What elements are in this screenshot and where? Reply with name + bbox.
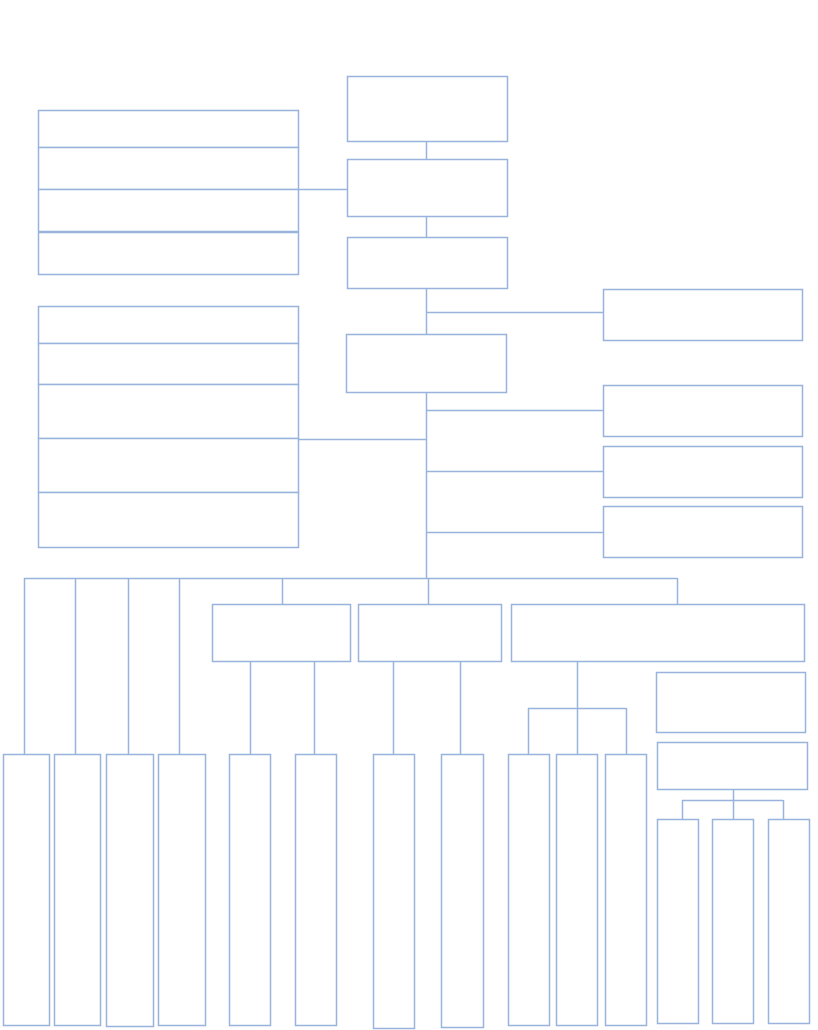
division-box xyxy=(510,603,806,663)
unit-box xyxy=(656,818,700,1025)
left-group1-box xyxy=(37,146,300,191)
unit-box xyxy=(157,753,207,1027)
unit-box xyxy=(555,753,599,1027)
unit-box xyxy=(228,753,272,1027)
unit-box xyxy=(53,753,102,1027)
right-box xyxy=(602,288,804,342)
division-box xyxy=(211,603,352,663)
right-box xyxy=(602,384,804,438)
top-box xyxy=(346,75,509,143)
right-box xyxy=(602,505,804,559)
third-box xyxy=(346,236,509,290)
unit-box xyxy=(294,753,338,1027)
division-box xyxy=(357,603,503,663)
unit-box xyxy=(2,753,51,1027)
left-group2-box xyxy=(37,305,300,345)
fourth-box xyxy=(345,333,508,394)
right-box xyxy=(602,445,804,499)
unit-box xyxy=(372,753,416,1030)
left-group1-box xyxy=(37,109,300,149)
side-box xyxy=(656,741,809,791)
unit-box xyxy=(711,818,755,1025)
unit-box xyxy=(507,753,551,1027)
left-group2-box xyxy=(37,383,300,440)
second-box xyxy=(346,158,509,218)
left-group1-box xyxy=(37,188,300,233)
left-group2-box xyxy=(37,491,300,549)
left-group2-box xyxy=(37,437,300,494)
left-group2-box xyxy=(37,342,300,386)
unit-box xyxy=(440,753,485,1029)
unit-box xyxy=(105,753,155,1028)
unit-box xyxy=(604,753,648,1027)
side-box xyxy=(655,671,807,734)
left-group1-box xyxy=(37,231,300,276)
unit-box xyxy=(767,818,811,1025)
